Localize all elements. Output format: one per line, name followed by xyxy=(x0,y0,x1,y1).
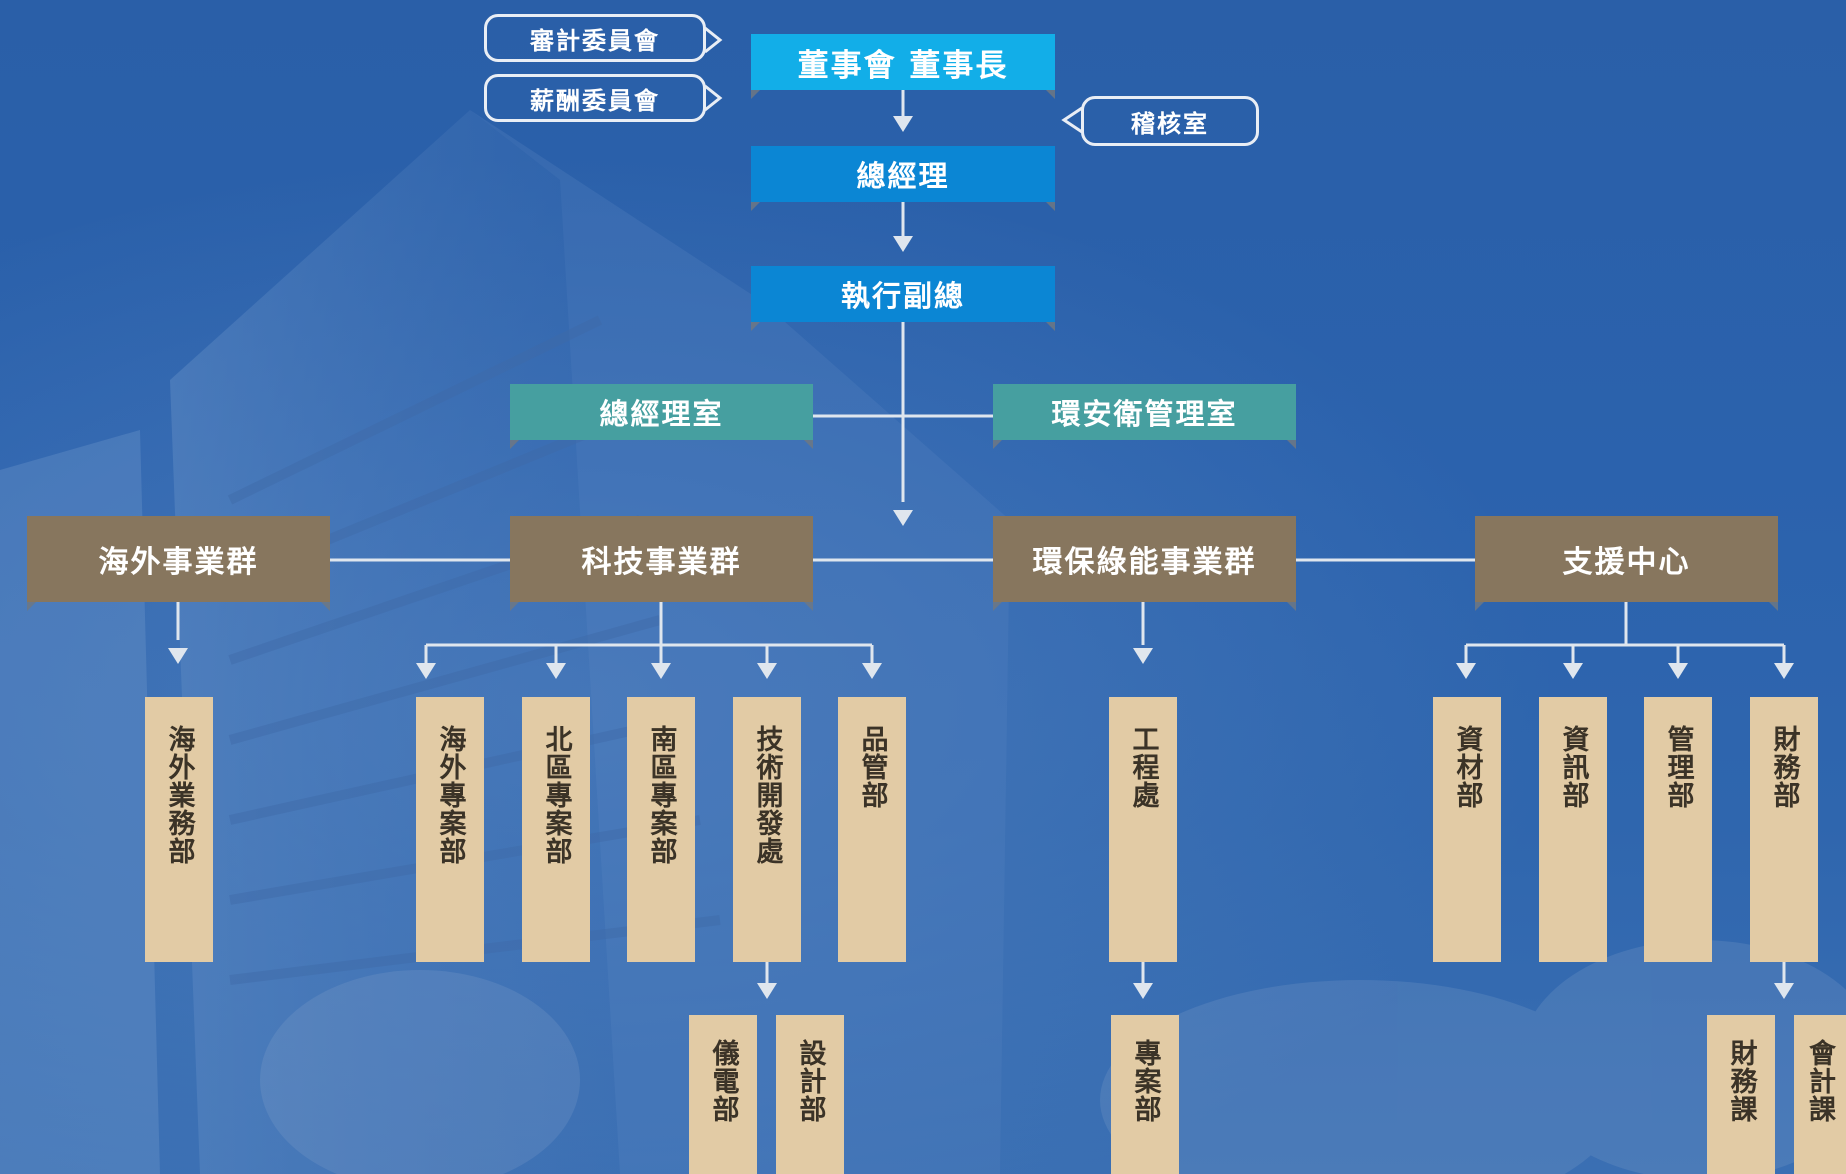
salary-committee-label: 薪酬委員會 xyxy=(530,86,660,115)
audit-committee-label: 審計委員會 xyxy=(530,26,660,55)
dept-engineering-label: 工程處 xyxy=(1127,725,1159,809)
gm-office-label: 總經理室 xyxy=(599,397,724,431)
dept-south-project: 南區專案部 xyxy=(627,697,695,962)
executive-vp-label: 執行副總 xyxy=(840,279,965,313)
dept-finance: 財務部 xyxy=(1750,697,1818,962)
dept-tech-dev: 技術開發處 xyxy=(733,697,801,962)
env-group-box: 環保綠能事業群 xyxy=(993,516,1296,611)
dept-overseas-project-label: 海外專案部 xyxy=(434,725,466,865)
dept-engineering: 工程處 xyxy=(1109,697,1177,962)
subdept-accounting-section-label: 會計課 xyxy=(1804,1039,1835,1123)
dept-north-project: 北區專案部 xyxy=(522,697,590,962)
subdept-design-label: 設計部 xyxy=(794,1039,826,1123)
board-chairman-label: 董事會 董事長 xyxy=(797,47,1009,84)
ehs-office-box: 環安衛管理室 xyxy=(993,384,1296,449)
audit-office-label: 稽核室 xyxy=(1131,109,1209,138)
tech-group-box: 科技事業群 xyxy=(510,516,813,611)
env-group-label: 環保綠能事業群 xyxy=(1032,545,1257,580)
general-manager-label: 總經理 xyxy=(856,159,950,193)
subdept-project-label: 專案部 xyxy=(1129,1039,1161,1123)
dept-overseas-business: 海外業務部 xyxy=(145,697,213,962)
subdept-finance-section-label: 財務課 xyxy=(1725,1039,1757,1123)
executive-vp-box: 執行副總 xyxy=(751,266,1055,331)
salary-committee-bubble: 薪酬委員會 xyxy=(484,74,706,122)
audit-office-bubble: 稽核室 xyxy=(1081,96,1259,146)
dept-quality-label: 品管部 xyxy=(856,725,888,809)
overseas-group-label: 海外事業群 xyxy=(98,545,259,580)
dept-quality: 品管部 xyxy=(838,697,906,962)
subdept-project: 專案部 xyxy=(1111,1015,1179,1174)
support-center-box: 支援中心 xyxy=(1475,516,1778,611)
ehs-office-label: 環安衛管理室 xyxy=(1051,397,1238,431)
subdept-finance-section: 財務課 xyxy=(1707,1015,1775,1174)
dept-it-label: 資訊部 xyxy=(1557,725,1589,809)
dept-management-label: 管理部 xyxy=(1662,725,1694,809)
subdept-design: 設計部 xyxy=(776,1015,844,1174)
overseas-group-box: 海外事業群 xyxy=(27,516,330,611)
gm-office-box: 總經理室 xyxy=(510,384,813,449)
dept-materials-label: 資材部 xyxy=(1451,725,1483,809)
dept-overseas-project: 海外專案部 xyxy=(416,697,484,962)
dept-it: 資訊部 xyxy=(1539,697,1607,962)
board-chairman-box: 董事會 董事長 xyxy=(751,34,1055,99)
tech-group-label: 科技事業群 xyxy=(581,545,742,580)
dept-finance-label: 財務部 xyxy=(1768,725,1800,809)
dept-materials: 資材部 xyxy=(1433,697,1501,962)
dept-tech-dev-label: 技術開發處 xyxy=(751,725,783,865)
support-center-label: 支援中心 xyxy=(1562,545,1691,580)
subdept-instrument-electrical: 儀電部 xyxy=(689,1015,757,1174)
dept-north-project-label: 北區專案部 xyxy=(540,725,572,865)
dept-south-project-label: 南區專案部 xyxy=(645,725,677,865)
audit-committee-bubble: 審計委員會 xyxy=(484,14,706,62)
subdept-accounting-section: 會計課 xyxy=(1794,1015,1846,1174)
subdept-instrument-electrical-label: 儀電部 xyxy=(707,1039,739,1123)
general-manager-box: 總經理 xyxy=(751,146,1055,211)
dept-management: 管理部 xyxy=(1644,697,1712,962)
dept-overseas-business-label: 海外業務部 xyxy=(163,725,195,865)
